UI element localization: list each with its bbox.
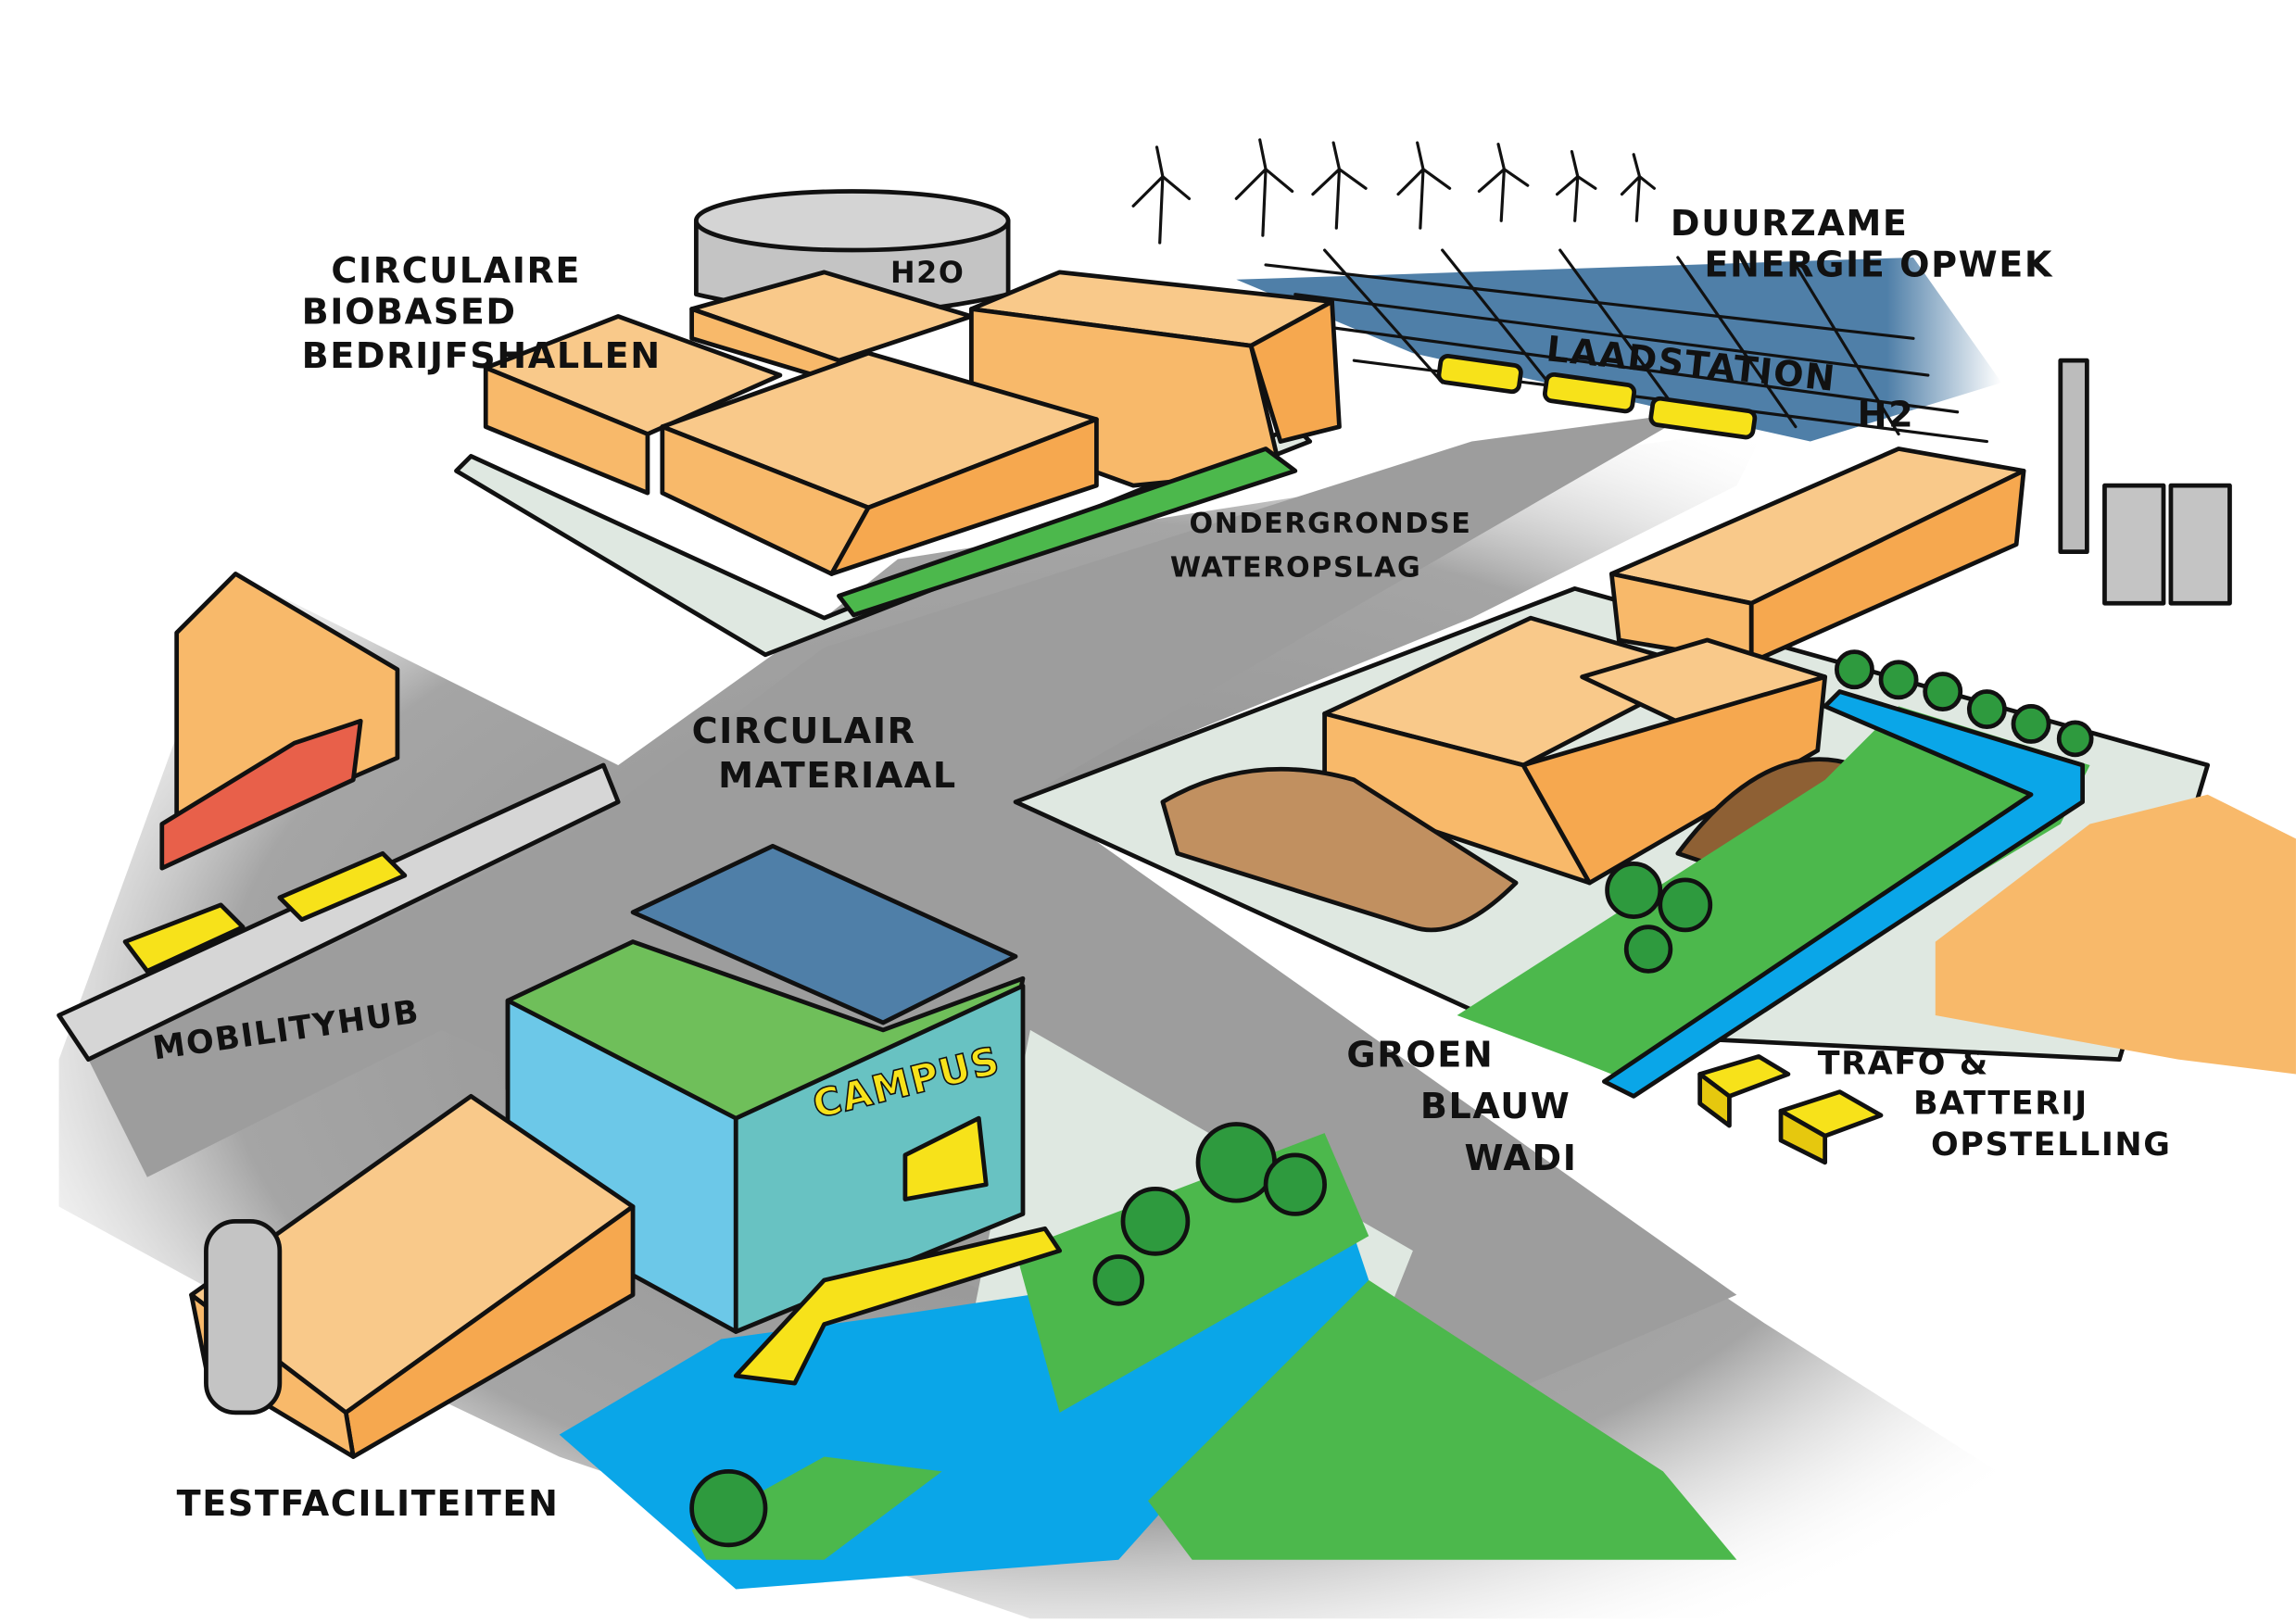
wind-turbine-icon [1131,145,1192,245]
label-line: BLAUW [1420,1086,1571,1126]
green-strip [837,447,1298,618]
label-line: BATTERIJ [1913,1085,2088,1122]
sidewalk-west [57,762,621,1063]
bedrijfshallen-buildings [483,270,1342,618]
label-line: BEDRIJFSHALLEN [302,335,662,376]
wind-turbine-icon [1620,153,1656,222]
label-h2: H2 [1858,395,1915,435]
label-materiaal: CIRCULAIR MATERIAAL [692,711,957,796]
chimney [2058,358,2089,555]
label-line: CIRCULAIRE [331,250,581,291]
solar-field [1236,248,2002,444]
label-line: BIOBASED [302,291,517,332]
campus-entrance [902,1115,989,1202]
campus-solar-roof [630,843,1018,1025]
silos [2102,483,2232,606]
trafo-battery [1697,794,2296,1165]
charging-cars [1436,353,1758,440]
wind-turbine-icon [1234,138,1294,237]
soil-pile [1160,766,1519,933]
bike-rack [277,850,408,923]
label-bedrijfshallen: CIRCULAIRE BIOBASED BEDRIJFSHALLEN [302,250,662,376]
label-wateropslag: ONDERGRONDSE WATEROPSLAG [1170,508,1471,585]
canal [559,1122,1737,1590]
wind-turbine-icon [1311,141,1368,230]
tree-row [1605,649,2094,974]
test-facility [189,1093,636,1459]
label-line: WATEROPSLAG [1170,552,1422,585]
label-testfaciliteiten: TESTFACILITEITEN [177,1483,560,1524]
label-line: OPSTELLING [1931,1126,2172,1164]
label-line: TRAFO & [1818,1046,1989,1083]
label-line: GROEN [1346,1035,1494,1076]
label-wadi: GROEN BLAUW WADI [1346,1035,1578,1178]
bus [122,902,246,974]
east-edge-building [1935,794,2296,1075]
wind-turbine-icon [1396,141,1452,230]
label-line: ONDERGRONDSE [1189,508,1471,540]
wind-turbine-icon [1555,150,1597,222]
wadi [1457,649,2094,1099]
label-line: CIRCULAIR [692,711,916,751]
wind-turbine-icon [1477,143,1530,222]
test-silo [204,1218,283,1415]
campus-building: CAMPUS [505,843,1026,1334]
label-line: MATERIAAL [718,755,957,796]
label-trafo: TRAFO & BATTERIJ OPSTELLING [1818,1046,2172,1164]
bridge [733,1226,1063,1386]
label-line: DUURZAME [1671,203,1909,244]
h2o-label: H2O [890,257,965,290]
label-energie: DUURZAME ENERGIE OPWEK [1671,203,2053,285]
wind-turbines [1131,138,1656,245]
mobility-area [122,572,408,974]
label-line: ENERGIE OPWEK [1704,245,2053,285]
label-line: WADI [1465,1138,1578,1178]
